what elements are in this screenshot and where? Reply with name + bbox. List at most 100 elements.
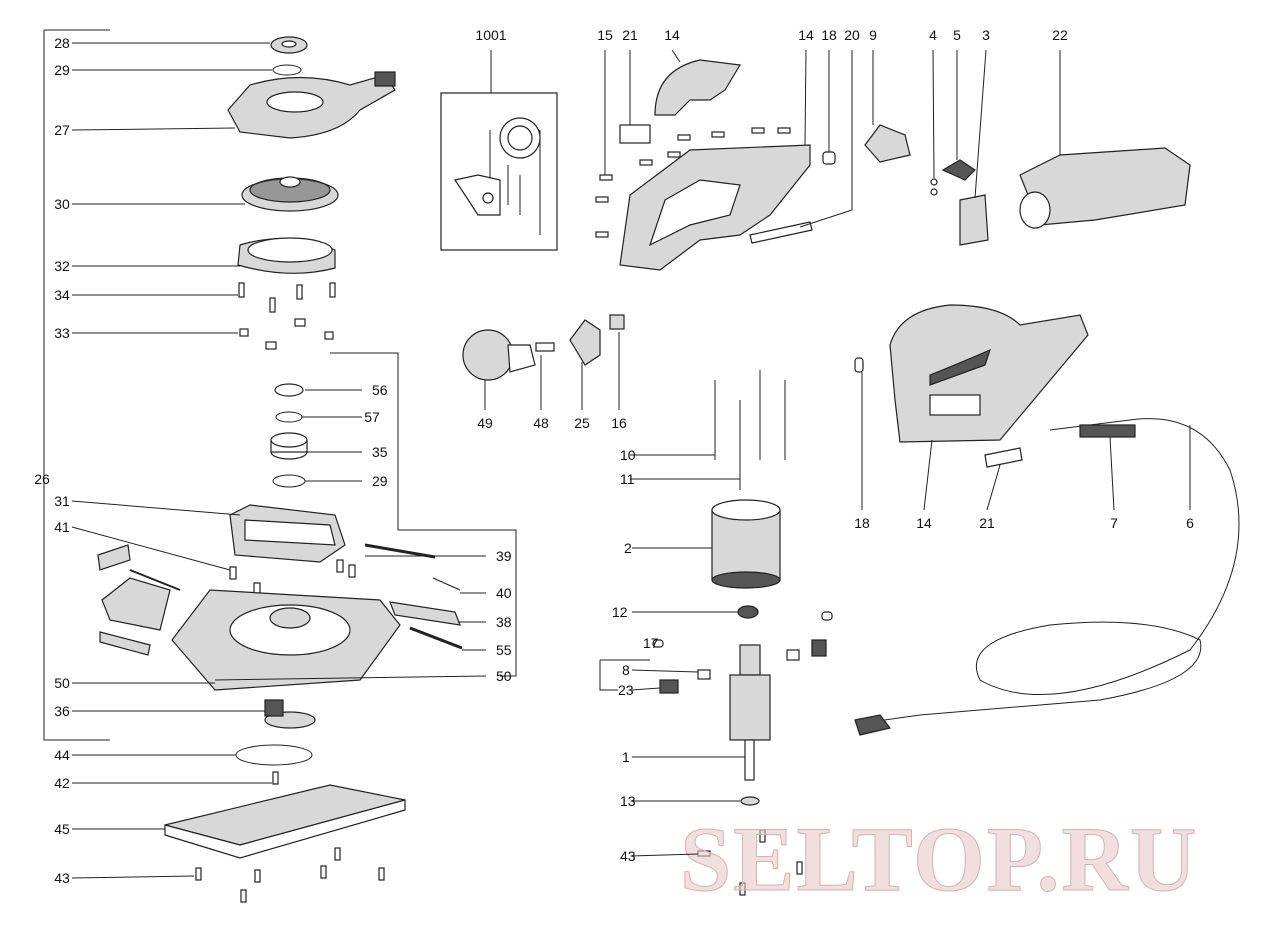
part-22-handle <box>1019 147 1191 229</box>
part-41-spring <box>97 544 131 571</box>
part-number-label: 48 <box>533 415 549 431</box>
part-number-label: 50 <box>496 668 512 684</box>
part-34-screws <box>238 282 336 313</box>
part-number-label: 41 <box>54 519 70 535</box>
part-20-label <box>749 221 813 244</box>
part-4 <box>930 188 938 196</box>
part-21-label <box>619 124 651 144</box>
part-44-ring <box>235 744 313 766</box>
leader-line <box>71 127 236 131</box>
assembled-sander <box>889 304 1089 443</box>
part-18b-pin <box>854 357 864 373</box>
part-38 <box>389 601 461 626</box>
leader-line <box>1109 436 1115 511</box>
leader-line <box>214 675 487 681</box>
leader-line <box>671 49 681 63</box>
part-number-label: 33 <box>54 325 70 341</box>
part-number-label: 9 <box>869 27 877 43</box>
part-metabo-block <box>101 577 171 631</box>
leader-line <box>804 49 807 146</box>
part-25 <box>569 319 601 366</box>
part-number-label: 1 <box>622 749 630 765</box>
part-number-label: 5 <box>953 27 961 43</box>
callout-labels: 2829273032343326314150364442454356573529… <box>34 27 1194 886</box>
part-number-label: 17 <box>643 635 659 651</box>
part-48-screw <box>535 342 555 352</box>
part-32-housing <box>237 237 336 274</box>
part-number-label: 42 <box>54 775 70 791</box>
part-number-label: 13 <box>620 793 636 809</box>
part-45-pad <box>164 784 406 859</box>
part-30-fan <box>241 176 339 212</box>
part-8 <box>697 669 711 680</box>
leader-line <box>986 464 1001 511</box>
part-number-label: 21 <box>622 27 638 43</box>
part-43b-screws <box>697 829 803 896</box>
part-31-frame <box>229 504 346 563</box>
part-number-label: 14 <box>664 27 680 43</box>
part-number-label: 45 <box>54 821 70 837</box>
watermark: SELTOP.RU <box>680 808 1198 910</box>
leader-line <box>631 669 699 673</box>
part-number-label: 29 <box>54 62 70 78</box>
part-number-label: 18 <box>821 27 837 43</box>
part-number-label: 34 <box>54 287 70 303</box>
part-number-label: 36 <box>54 703 70 719</box>
part-number-label: 23 <box>618 682 634 698</box>
part-number-label: 15 <box>597 27 613 43</box>
part-36 <box>264 699 316 729</box>
part-50-base <box>171 589 401 691</box>
part-18-pin <box>822 151 836 165</box>
part-49-knob <box>462 329 536 381</box>
part-14-cover <box>654 59 741 116</box>
part-1-armature <box>729 644 771 781</box>
part-number-label: 49 <box>477 415 493 431</box>
part-drawings <box>43 29 1240 903</box>
part-number-label: 35 <box>372 444 388 460</box>
part-6-power-cable <box>854 418 1240 736</box>
part-2-stator <box>711 499 781 589</box>
part-number-label: 39 <box>496 548 512 564</box>
part-number-label: 30 <box>54 196 70 212</box>
part-number-label: 21 <box>979 515 995 531</box>
part-9-switch <box>864 124 911 163</box>
part-number-label: 12 <box>612 604 628 620</box>
part-number-label: 28 <box>54 35 70 51</box>
part-number-label: 8 <box>622 662 630 678</box>
part-number-label: 11 <box>620 471 635 487</box>
part-number-label: 50 <box>54 675 70 691</box>
part-number-label: 4 <box>929 27 937 43</box>
part-5 <box>941 159 976 181</box>
part-56 <box>274 383 304 397</box>
part-number-label: 20 <box>844 27 860 43</box>
leader-line <box>71 500 241 516</box>
part-55 <box>409 626 463 650</box>
part-number-label: 44 <box>54 747 70 763</box>
part-number-label: 55 <box>496 642 512 658</box>
leader-line <box>932 49 935 179</box>
part-number-label: 3 <box>982 27 990 43</box>
part-27-cover <box>227 71 396 139</box>
part-40-spring <box>432 577 461 591</box>
part-29-ring <box>272 64 302 76</box>
part-12 <box>737 605 759 619</box>
part-28-bearing <box>270 36 308 54</box>
part-number-label: 32 <box>54 258 70 274</box>
part-1001-wiring-diagram <box>440 50 558 251</box>
part-35 <box>270 432 308 460</box>
part-number-label: 6 <box>1186 515 1194 531</box>
part-number-label: 7 <box>1110 515 1118 531</box>
part-number-label: 56 <box>372 382 388 398</box>
part-number-label: 14 <box>798 27 814 43</box>
group-bracket <box>599 659 650 691</box>
part-43-screws <box>195 847 385 903</box>
part-number-label: 38 <box>496 614 512 630</box>
part-number-label: 2 <box>624 540 632 556</box>
part-number-label: 14 <box>916 515 932 531</box>
part-number-label: 43 <box>620 848 636 864</box>
part-16 <box>609 314 625 330</box>
part-number-label: 22 <box>1052 27 1068 43</box>
part-39-rod <box>364 543 436 559</box>
leader-line <box>631 687 661 691</box>
part-10-11-wires <box>714 370 786 490</box>
